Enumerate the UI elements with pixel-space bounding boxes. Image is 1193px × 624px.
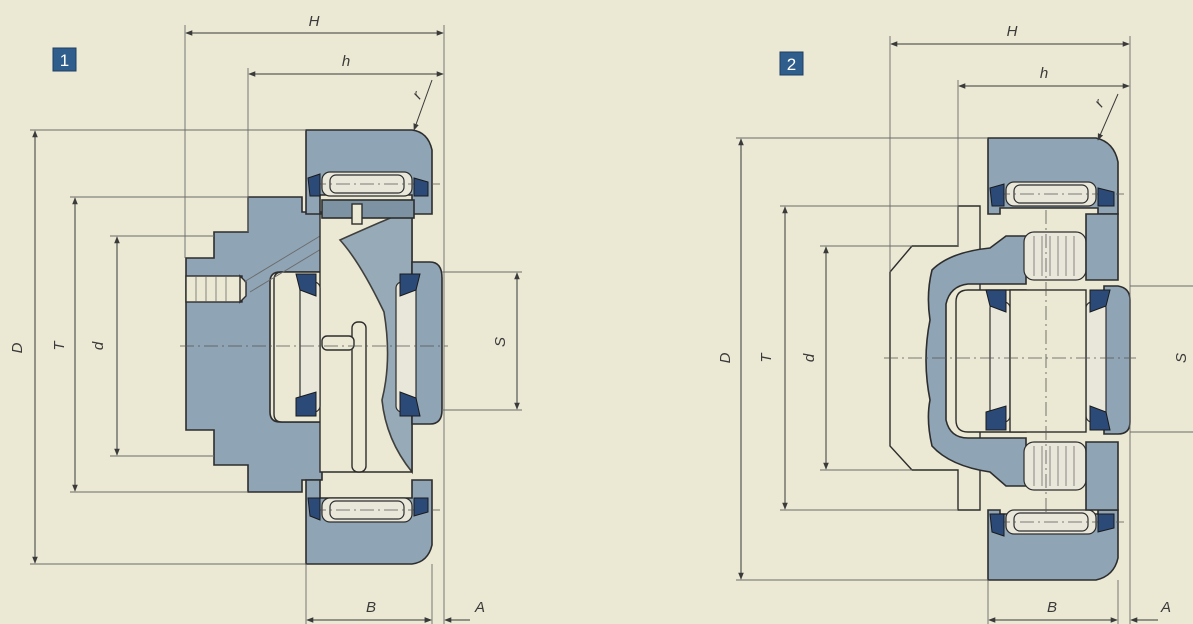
figure-2: 2 — [717, 23, 1193, 624]
figure-1-label-r: r — [409, 88, 426, 103]
figure-2-badge: 2 — [779, 51, 804, 76]
figure-2-extension-lines — [736, 36, 1193, 624]
figure-1-label-H: H — [309, 13, 320, 30]
figure-1-stud — [185, 274, 247, 304]
figure-2-label-A: A — [1160, 599, 1171, 616]
figure-1-badge-label: 1 — [60, 51, 69, 70]
figure-2-inner-collar — [1103, 285, 1131, 435]
figure-1-label-h: h — [342, 53, 350, 70]
figure-1-roller-bottom — [312, 497, 440, 523]
figure-2-roller-inner — [989, 289, 1107, 433]
figure-2-label-B: B — [1047, 599, 1057, 616]
figure-1-roller-inner — [299, 281, 417, 413]
figure-1-badge: 1 — [52, 47, 77, 72]
figure-1-extension-lines — [30, 25, 522, 624]
figure-1-seals-inner — [295, 273, 421, 417]
figure-2-badge-label: 2 — [787, 55, 796, 74]
figure-2-label-h: h — [1040, 65, 1048, 82]
figure-2-label-H: H — [1007, 23, 1018, 40]
figure-1-label-S: S — [492, 337, 509, 347]
figure-2-seals — [985, 183, 1115, 537]
figure-1-roller-top — [312, 171, 440, 197]
figure-2-label-S: S — [1173, 353, 1190, 363]
figure-2-label-D: D — [717, 352, 734, 363]
figure-2-dimension-lines — [738, 41, 1158, 623]
figure-2-inner-ring — [1085, 213, 1119, 511]
figure-1-seals-outer — [307, 173, 429, 521]
figure-1-label-d: d — [90, 341, 107, 350]
figure-1-label-T: T — [51, 340, 68, 351]
figure-2-roller-bottom — [996, 509, 1124, 535]
figure-2-roller-top — [996, 181, 1124, 207]
figure-2-label-r: r — [1091, 96, 1108, 111]
figure-1-dimension-lines — [32, 30, 520, 623]
figure-2-knurled-hub — [1023, 231, 1087, 491]
figure-1-label-A: A — [474, 599, 485, 616]
figure-1-label-B: B — [366, 599, 376, 616]
figure-1: 1 — [9, 13, 522, 624]
figure-2-label-T: T — [758, 352, 775, 363]
figure-2-label-d: d — [801, 353, 818, 362]
figure-1-pin — [321, 199, 415, 473]
figure-1-label-D: D — [9, 342, 26, 353]
